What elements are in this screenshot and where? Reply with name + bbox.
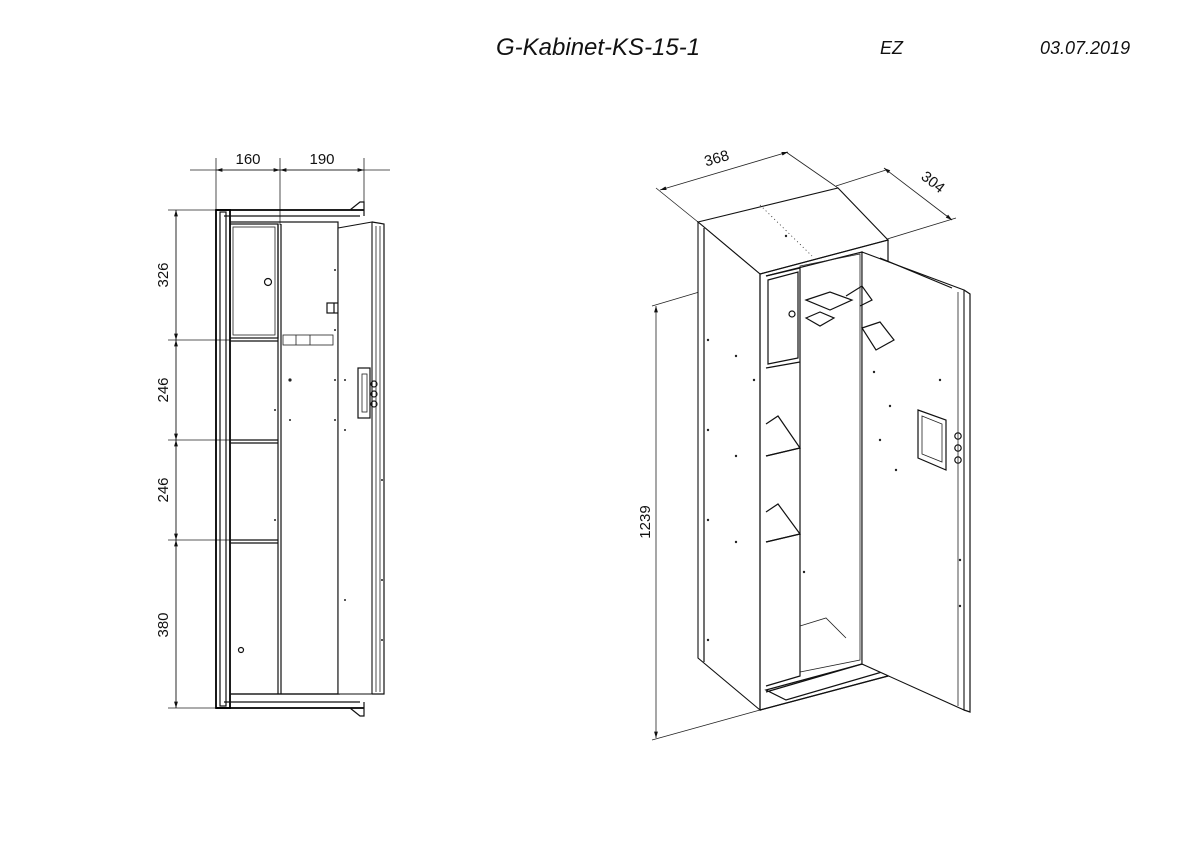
iso-door: [845, 251, 971, 713]
front-dim-246-a: 246: [155, 377, 172, 402]
front-dim-380: 380: [155, 612, 172, 637]
front-dim-190: 190: [309, 151, 334, 168]
front-dim-326: 326: [155, 262, 172, 287]
front-cabinet-body: [215, 201, 365, 717]
drawing-author: EZ: [880, 38, 904, 58]
iso-dim-368: 368: [702, 147, 731, 170]
iso-dim-1239: 1239: [637, 505, 654, 538]
iso-width-dimension: 368: [655, 147, 839, 223]
front-door: [337, 221, 385, 695]
iso-view: 368 304 1239: [637, 147, 971, 741]
front-width-dimension: 160 190: [190, 151, 390, 225]
drawing-date: 03.07.2019: [1040, 38, 1131, 58]
front-view: 160 190 326 246 246 380: [155, 151, 390, 717]
drawing-title: G-Kabinet-KS-15-1: [496, 34, 701, 61]
front-dim-160: 160: [235, 151, 260, 168]
iso-cabinet-body: [696, 187, 890, 712]
front-dim-246-b: 246: [155, 477, 172, 502]
iso-dim-304: 304: [918, 168, 948, 197]
front-height-dimension: 326 246 246 380: [155, 209, 230, 709]
